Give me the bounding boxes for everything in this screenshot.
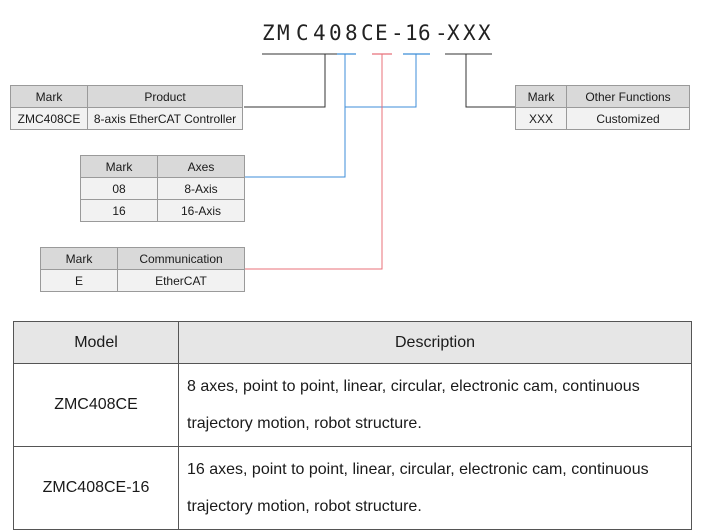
connector-other	[465, 54, 515, 108]
header-product: Product	[87, 85, 243, 108]
cell-mark: ZMC408CE	[10, 107, 88, 130]
product-table: Mark Product ZMC408CE 8-axis EtherCAT Co…	[10, 85, 243, 130]
code-char: X	[447, 21, 460, 45]
other-functions-table: Mark Other Functions XXX Customized	[515, 85, 690, 130]
table-row: ZMC408CE 8 axes, point to point, linear,…	[13, 363, 692, 447]
code-char: 1	[405, 21, 418, 45]
code-char: E	[375, 21, 388, 45]
cell-axes: 16-Axis	[157, 199, 245, 222]
header-model: Model	[13, 321, 179, 364]
header-other-functions: Other Functions	[566, 85, 690, 108]
communication-table: Mark Communication E EtherCAT	[40, 247, 245, 292]
header-mark: Mark	[80, 155, 158, 178]
code-char: -	[435, 21, 448, 45]
cell-mark: 16	[80, 199, 158, 222]
connector-axes	[345, 54, 417, 108]
cell-product: 8-axis EtherCAT Controller	[87, 107, 243, 130]
code-char: 8	[345, 21, 358, 45]
header-communication: Communication	[117, 247, 245, 270]
model-description-table: Model Description ZMC408CE 8 axes, point…	[13, 321, 692, 530]
code-char: 4	[313, 21, 326, 45]
connector-axes-down	[244, 54, 346, 178]
cell-mark: 08	[80, 177, 158, 200]
code-char: M	[277, 21, 290, 45]
cell-mark: E	[40, 269, 118, 292]
cell-model: ZMC408CE	[13, 363, 179, 447]
cell-communication: EtherCAT	[117, 269, 245, 292]
model-code: Z M C 4 0 8 C E - 1 6 - X X X	[262, 21, 491, 45]
code-char: X	[478, 21, 491, 45]
axes-table: Mark Axes 08 8-Axis 16 16-Axis	[80, 155, 245, 222]
cell-other-functions: Customized	[566, 107, 690, 130]
header-description: Description	[178, 321, 692, 364]
code-char: -	[391, 21, 404, 45]
header-mark: Mark	[515, 85, 567, 108]
cell-mark: XXX	[515, 107, 567, 130]
connector-product	[244, 54, 326, 108]
code-char: X	[463, 21, 476, 45]
connector-comm	[244, 54, 383, 270]
code-char: C	[296, 21, 309, 45]
model-code-diagram: Z M C 4 0 8 C E - 1 6 - X X X	[244, 21, 515, 270]
cell-description: 16 axes, point to point, linear, circula…	[178, 446, 692, 530]
header-mark: Mark	[10, 85, 88, 108]
header-axes: Axes	[157, 155, 245, 178]
code-char: Z	[262, 21, 275, 45]
cell-axes: 8-Axis	[157, 177, 245, 200]
cell-model: ZMC408CE-16	[13, 446, 179, 530]
header-mark: Mark	[40, 247, 118, 270]
table-row: ZMC408CE-16 16 axes, point to point, lin…	[13, 446, 692, 530]
code-char: C	[361, 21, 374, 45]
code-char: 0	[329, 21, 342, 45]
cell-description: 8 axes, point to point, linear, circular…	[178, 363, 692, 447]
code-char: 6	[418, 21, 431, 45]
